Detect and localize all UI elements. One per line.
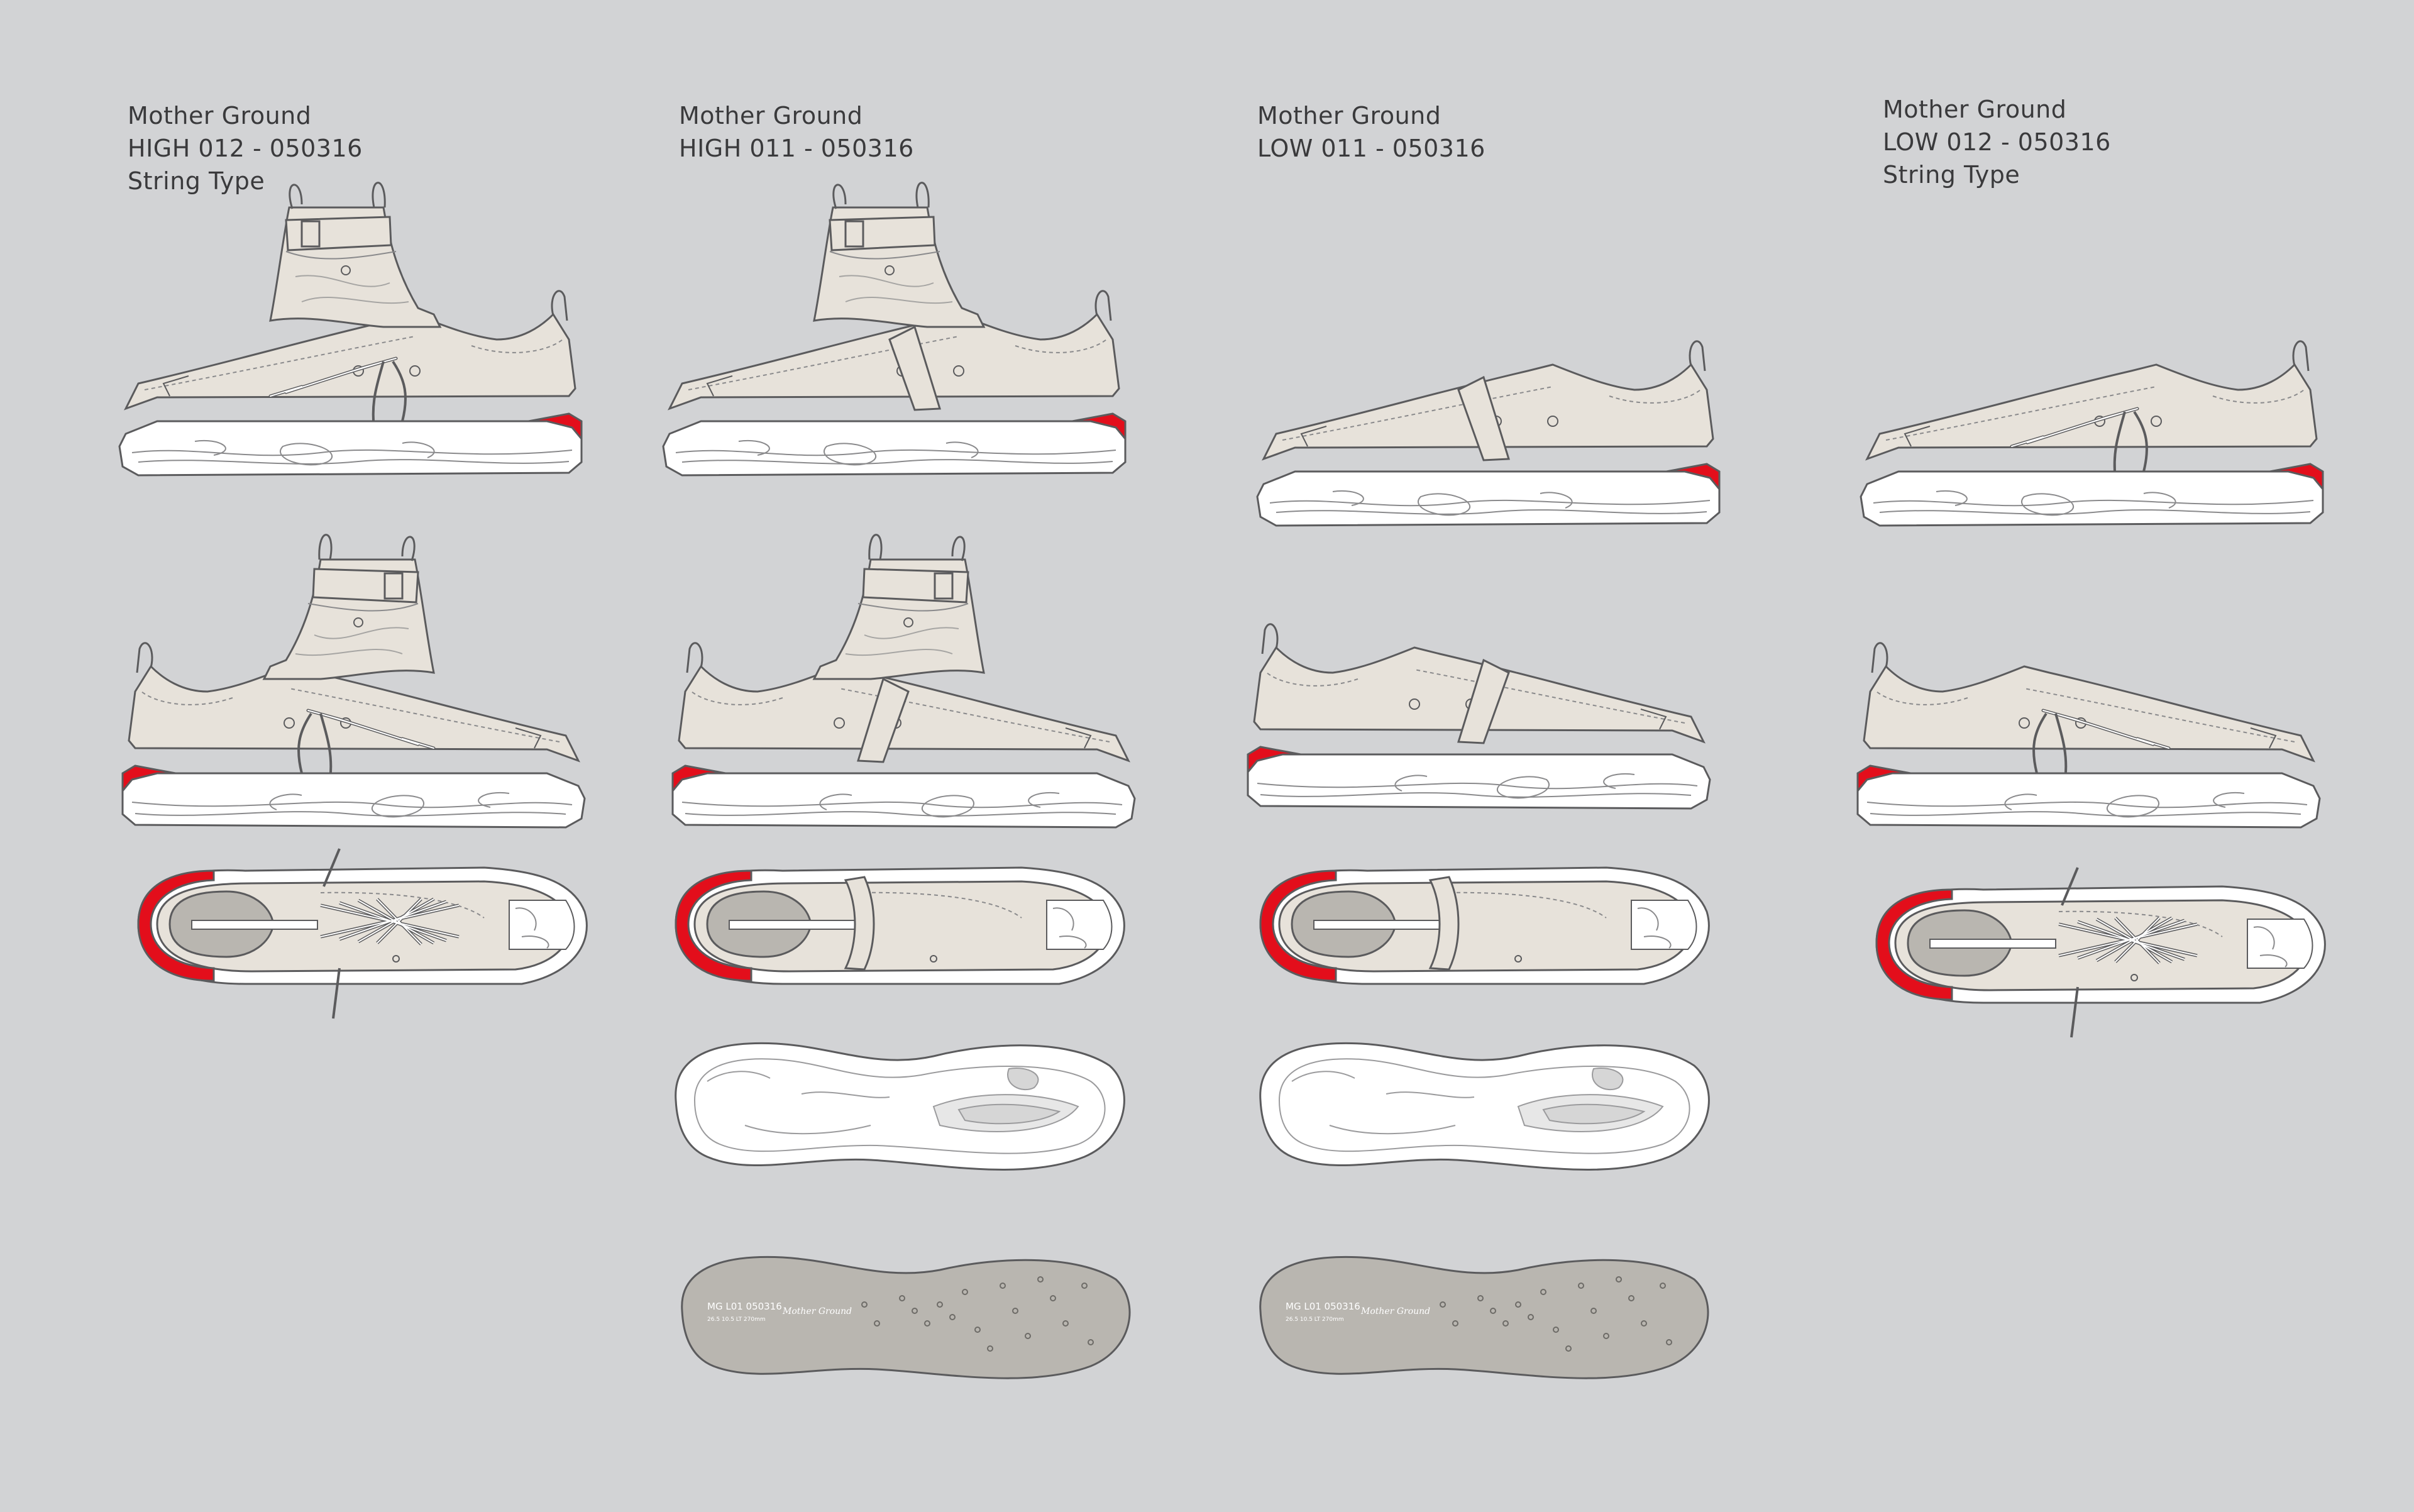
insole-code: MG L01 050316 bbox=[707, 1301, 782, 1312]
insole-spec: 26.5 10.5 LT 270mm bbox=[1286, 1316, 1344, 1323]
insole-logo: Mother Ground bbox=[1360, 1306, 1430, 1316]
caption-model: LOW 011 - 050316 bbox=[1257, 135, 1485, 162]
caption-model: HIGH 012 - 050316 bbox=[128, 135, 363, 162]
high-012-medial-view bbox=[121, 534, 586, 829]
high-011-insole-view: MG L01 050316 26.5 10.5 LT 270mm Mother … bbox=[681, 1255, 1131, 1379]
caption-variant: String Type bbox=[128, 167, 265, 195]
caption-brand: Mother Ground bbox=[128, 102, 312, 130]
insole-code: MG L01 050316 bbox=[1286, 1301, 1360, 1312]
low-012-lateral-view bbox=[1860, 340, 2324, 527]
caption-high-011: Mother Ground HIGH 011 - 050316 bbox=[679, 99, 914, 165]
caption-model: HIGH 011 - 050316 bbox=[679, 135, 914, 162]
caption-variant: String Type bbox=[1883, 161, 2020, 189]
caption-model: LOW 012 - 050316 bbox=[1883, 128, 2111, 156]
low-012-top-view bbox=[1875, 868, 2326, 1037]
high-012-lateral-view bbox=[118, 182, 583, 477]
insole-logo: Mother Ground bbox=[782, 1306, 852, 1316]
high-011-lateral-view bbox=[662, 182, 1127, 477]
high-012-top-view bbox=[137, 849, 588, 1018]
low-011-top-view bbox=[1259, 866, 1710, 985]
caption-low-012: Mother Ground LOW 012 - 050316 String Ty… bbox=[1883, 93, 2111, 191]
low-011-insole-view: MG L01 050316 26.5 10.5 LT 270mm Mother … bbox=[1259, 1255, 1709, 1379]
high-011-medial-view bbox=[671, 534, 1136, 829]
caption-brand: Mother Ground bbox=[1883, 96, 2067, 123]
high-011-top-view bbox=[675, 866, 1125, 985]
low-011-lateral-view bbox=[1256, 340, 1721, 527]
caption-brand: Mother Ground bbox=[679, 102, 863, 130]
insole-spec: 26.5 10.5 LT 270mm bbox=[707, 1316, 766, 1323]
caption-low-011: Mother Ground LOW 011 - 050316 bbox=[1257, 99, 1485, 165]
low-011-medial-view bbox=[1247, 623, 1711, 810]
caption-high-012: Mother Ground HIGH 012 - 050316 String T… bbox=[128, 99, 363, 197]
high-011-outsole-view bbox=[675, 1042, 1125, 1171]
low-011-outsole-view bbox=[1259, 1042, 1710, 1171]
low-012-medial-view bbox=[1856, 642, 2321, 829]
caption-brand: Mother Ground bbox=[1257, 102, 1441, 130]
